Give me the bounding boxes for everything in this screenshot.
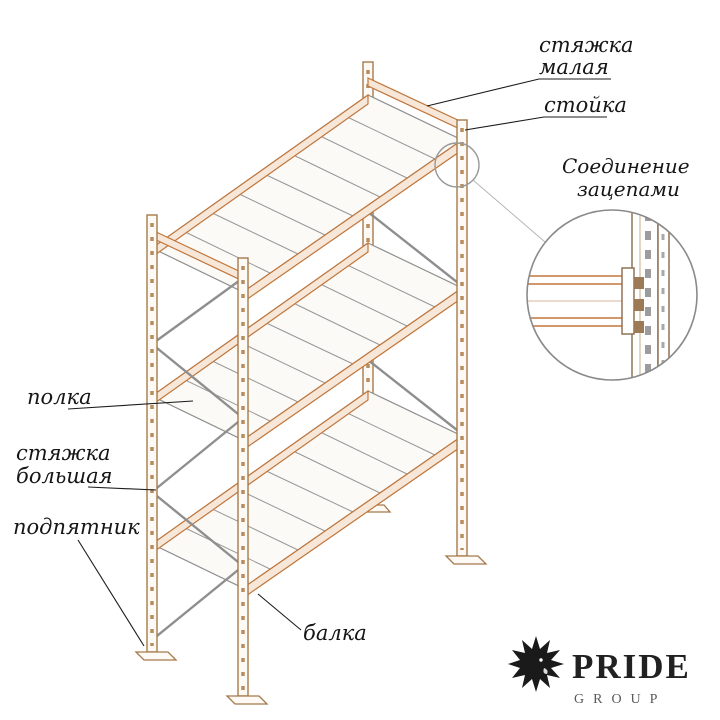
- label-upright: стойка: [544, 93, 627, 117]
- upright-rear-right: [444, 119, 488, 565]
- label-joint-1: Соединение: [562, 154, 690, 178]
- logo-subtitle: GROUP: [574, 692, 666, 707]
- label-joint-2: зацепами: [577, 177, 680, 201]
- brace-left-frame: [150, 277, 245, 641]
- leader-beam: [257, 593, 302, 631]
- label-beam: балка: [303, 621, 367, 645]
- lion-icon: [508, 636, 564, 692]
- detail-circle-outline: [526, 209, 698, 381]
- logo-title: PRIDE: [572, 647, 691, 686]
- label-foot: подпятник: [13, 515, 140, 539]
- leader-upright: [464, 116, 607, 131]
- label-tie-small-2: малая: [539, 55, 609, 79]
- callout-connector: [472, 179, 546, 243]
- label-tie-big-2: большая: [16, 464, 113, 488]
- label-shelf: полка: [27, 385, 92, 409]
- base-plate-front-right: [225, 695, 269, 705]
- shelf-bottom: [150, 389, 464, 600]
- detail-upright: [631, 210, 670, 380]
- upright-front-right: [225, 257, 269, 705]
- leader-foot: [77, 539, 145, 647]
- callout-circle: [434, 142, 480, 188]
- label-tie-big-1: стяжка: [16, 441, 111, 465]
- leader-shelf: [67, 400, 194, 410]
- detail-view-hook-connection: [526, 209, 698, 381]
- leader-tie-big: [87, 486, 157, 491]
- shelf-top: [150, 93, 464, 304]
- base-plate-rear-right: [444, 555, 488, 565]
- leader-tie-small: [426, 78, 611, 107]
- base-plate-front-left: [134, 651, 178, 661]
- pride-group-logo: PRIDE GROUP: [508, 636, 691, 707]
- label-tie-small-1: стяжка: [539, 33, 634, 57]
- detail-hooks: [634, 277, 644, 333]
- detail-beam: [527, 267, 644, 335]
- upright-front-left: [134, 214, 178, 661]
